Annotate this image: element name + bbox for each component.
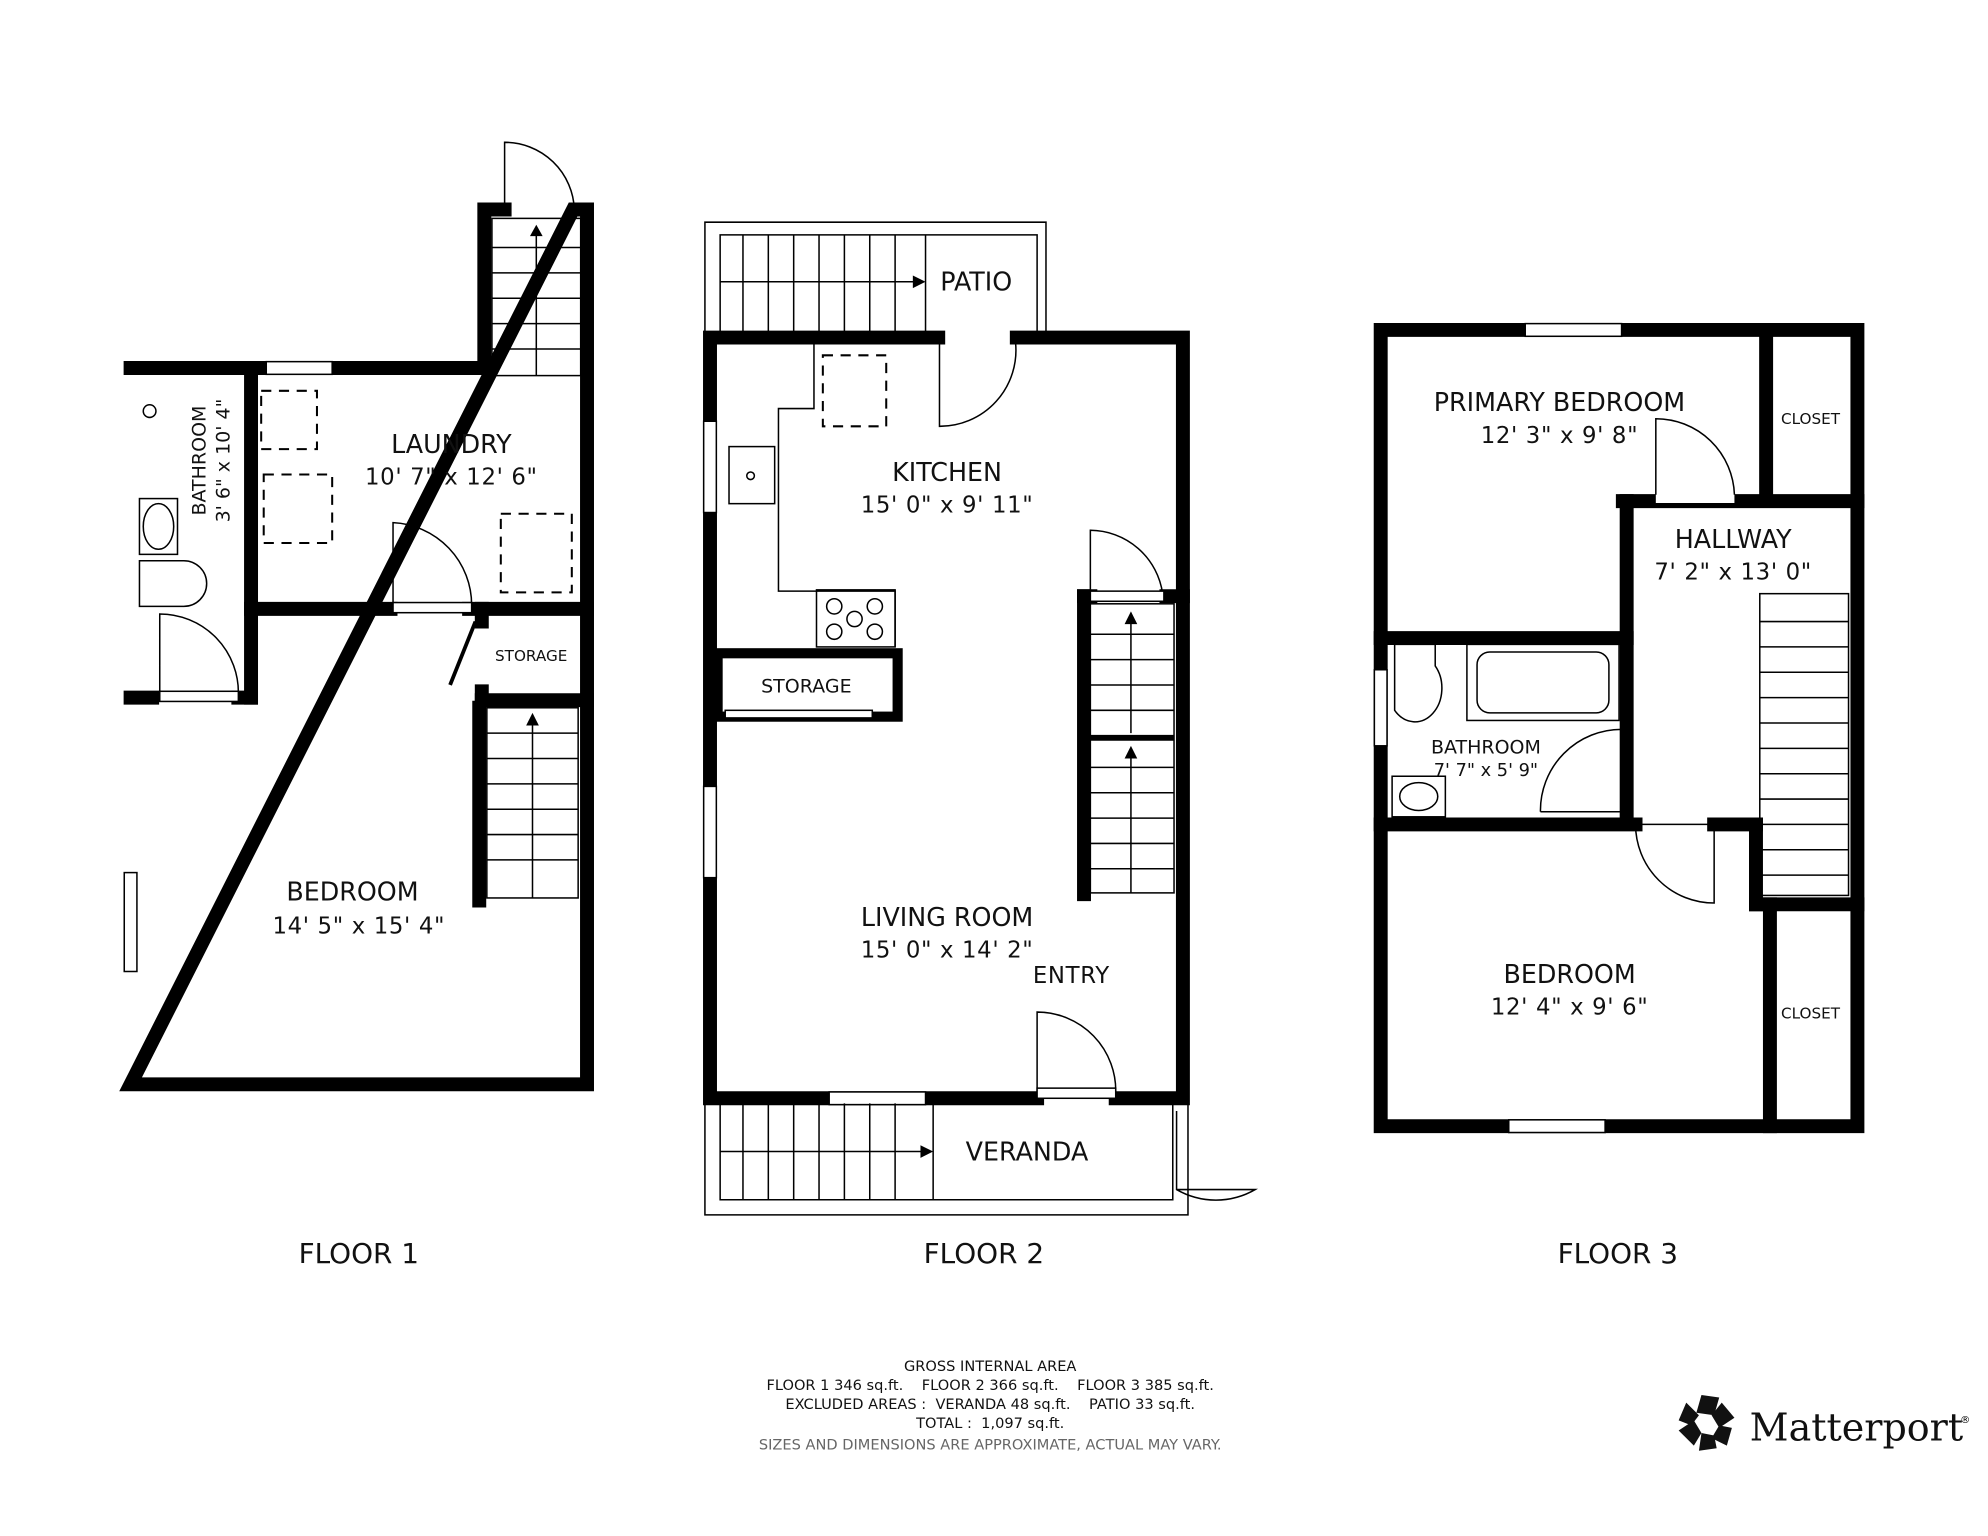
stairs-arrow-icon — [1124, 611, 1138, 625]
floor-3-stairs — [1759, 592, 1850, 897]
storage-door — [448, 620, 478, 686]
door-swing — [1539, 728, 1623, 813]
room-dims-bedroom: 12' 4" x 9' 6" — [1491, 995, 1648, 1021]
brand-name: Matterport — [1750, 1406, 1964, 1450]
veranda-stairs — [720, 1103, 934, 1200]
room-dims-primary-bedroom: 12' 3" x 9' 8" — [1481, 423, 1638, 449]
window — [702, 785, 718, 879]
wall — [1373, 322, 1865, 1134]
window — [265, 360, 333, 376]
stairs-arrow-icon — [1124, 745, 1138, 759]
floor-1-stairs — [486, 707, 579, 899]
door-swing — [1175, 1110, 1259, 1201]
room-name-veranda: VERANDA — [966, 1136, 1089, 1166]
room-name-hallway: HALLWAY — [1675, 524, 1792, 554]
room-name-kitchen: KITCHEN — [892, 457, 1002, 487]
stairs-arrow-icon — [526, 712, 539, 726]
stove-icon — [815, 589, 896, 648]
floor-3-plan: PRIMARY BEDROOM 12' 3" x 9' 8" CLOSET HA… — [1373, 322, 1865, 1270]
appliance-outline — [821, 354, 888, 428]
room-dims-bedroom: 14' 5" x 15' 4" — [272, 913, 445, 939]
door-swing — [158, 613, 240, 696]
matterport-logo: Matterport ® — [1678, 1394, 1970, 1451]
registered-mark: ® — [1960, 1415, 1970, 1426]
sink-icon — [1391, 775, 1447, 818]
matterport-mark-icon — [1678, 1394, 1735, 1451]
area-excluded: EXCLUDED AREAS : VERANDA 48 sq.ft. PATIO… — [785, 1396, 1195, 1413]
doorway — [158, 690, 240, 703]
floor-2-plan: PATIO KITCHEN 15' 0" x 9' 11" STORAGE LI… — [702, 221, 1259, 1270]
room-name-bathroom: BATHROOM — [188, 406, 210, 516]
area-summary: GROSS INTERNAL AREA FLOOR 1 346 sq.ft. F… — [759, 1358, 1222, 1454]
area-total: TOTAL : 1,097 sq.ft. — [915, 1415, 1064, 1432]
room-name-bedroom: BEDROOM — [286, 876, 418, 906]
door-swing — [1089, 529, 1164, 594]
toilet-icon — [1393, 643, 1443, 723]
window — [1373, 668, 1388, 747]
room-dims-laundry: 10' 7" x 12' 6" — [365, 465, 538, 491]
bathtub-icon — [1466, 643, 1620, 722]
window — [1507, 1119, 1606, 1134]
door-swing — [938, 342, 1017, 428]
doorway — [1036, 1087, 1117, 1100]
door-swing — [392, 521, 473, 606]
stairs-arrow-icon — [529, 224, 543, 237]
floor-label: FLOOR 3 — [1558, 1237, 1678, 1270]
doorway — [392, 601, 473, 614]
room-dims-bathroom: 3' 6" x 10' 4" — [212, 399, 234, 523]
appliance-outline — [260, 389, 318, 451]
veranda-outline — [704, 1098, 1189, 1216]
disclaimer: SIZES AND DIMENSIONS ARE APPROXIMATE, AC… — [759, 1436, 1222, 1453]
window — [702, 420, 718, 514]
stairs-arrow-icon — [920, 1145, 934, 1158]
appliance-outline — [499, 512, 573, 594]
toilet-icon — [138, 559, 208, 608]
doorway — [1089, 590, 1165, 603]
room-name-closet: CLOSET — [1781, 410, 1841, 428]
appliance-outline — [262, 473, 334, 544]
room-name-living-room: LIVING ROOM — [861, 902, 1033, 932]
room-name-patio: PATIO — [940, 267, 1012, 297]
window — [1524, 322, 1623, 338]
room-dims-living-room: 15' 0" x 14' 2" — [861, 938, 1034, 964]
area-floors: FLOOR 1 346 sq.ft. FLOOR 2 366 sq.ft. FL… — [766, 1377, 1213, 1394]
sliding-door — [724, 709, 874, 719]
door-swing — [503, 141, 576, 210]
patio-outline — [704, 221, 1047, 338]
shower-head-icon — [142, 403, 157, 419]
window — [828, 1091, 927, 1106]
floor-label: FLOOR 2 — [924, 1237, 1044, 1270]
room-name-closet: CLOSET — [1781, 1004, 1841, 1022]
area-title: GROSS INTERNAL AREA — [904, 1358, 1076, 1375]
patio-outline — [719, 234, 1038, 338]
floor-1-plan: LAUNDRY 10' 7" x 12' 6" BATHROOM 3' 6" x… — [119, 141, 594, 1270]
room-name-laundry: LAUNDRY — [391, 429, 512, 459]
window — [123, 871, 138, 973]
door-swing — [1634, 823, 1715, 904]
floor-2-stairs — [1089, 603, 1175, 894]
room-dims-hallway: 7' 2" x 13' 0" — [1654, 560, 1811, 586]
room-name-storage: STORAGE — [495, 647, 567, 665]
room-name-entry: ENTRY — [1033, 963, 1110, 989]
room-name-primary-bedroom: PRIMARY BEDROOM — [1434, 387, 1685, 417]
floor-label: FLOOR 1 — [299, 1237, 419, 1270]
room-name-bedroom: BEDROOM — [1503, 959, 1635, 989]
room-name-bathroom: BATHROOM — [1431, 736, 1541, 758]
room-name-storage: STORAGE — [761, 676, 851, 698]
sink-icon — [138, 497, 179, 556]
room-dims-bathroom: 7' 7" x 5' 9" — [1434, 761, 1538, 781]
room-dims-kitchen: 15' 0" x 9' 11" — [861, 493, 1034, 519]
patio-stairs — [720, 234, 927, 333]
door-swing — [1036, 1011, 1117, 1094]
door-swing — [1655, 417, 1736, 495]
stairs-arrow-icon — [912, 275, 926, 289]
sink-icon — [728, 445, 776, 505]
